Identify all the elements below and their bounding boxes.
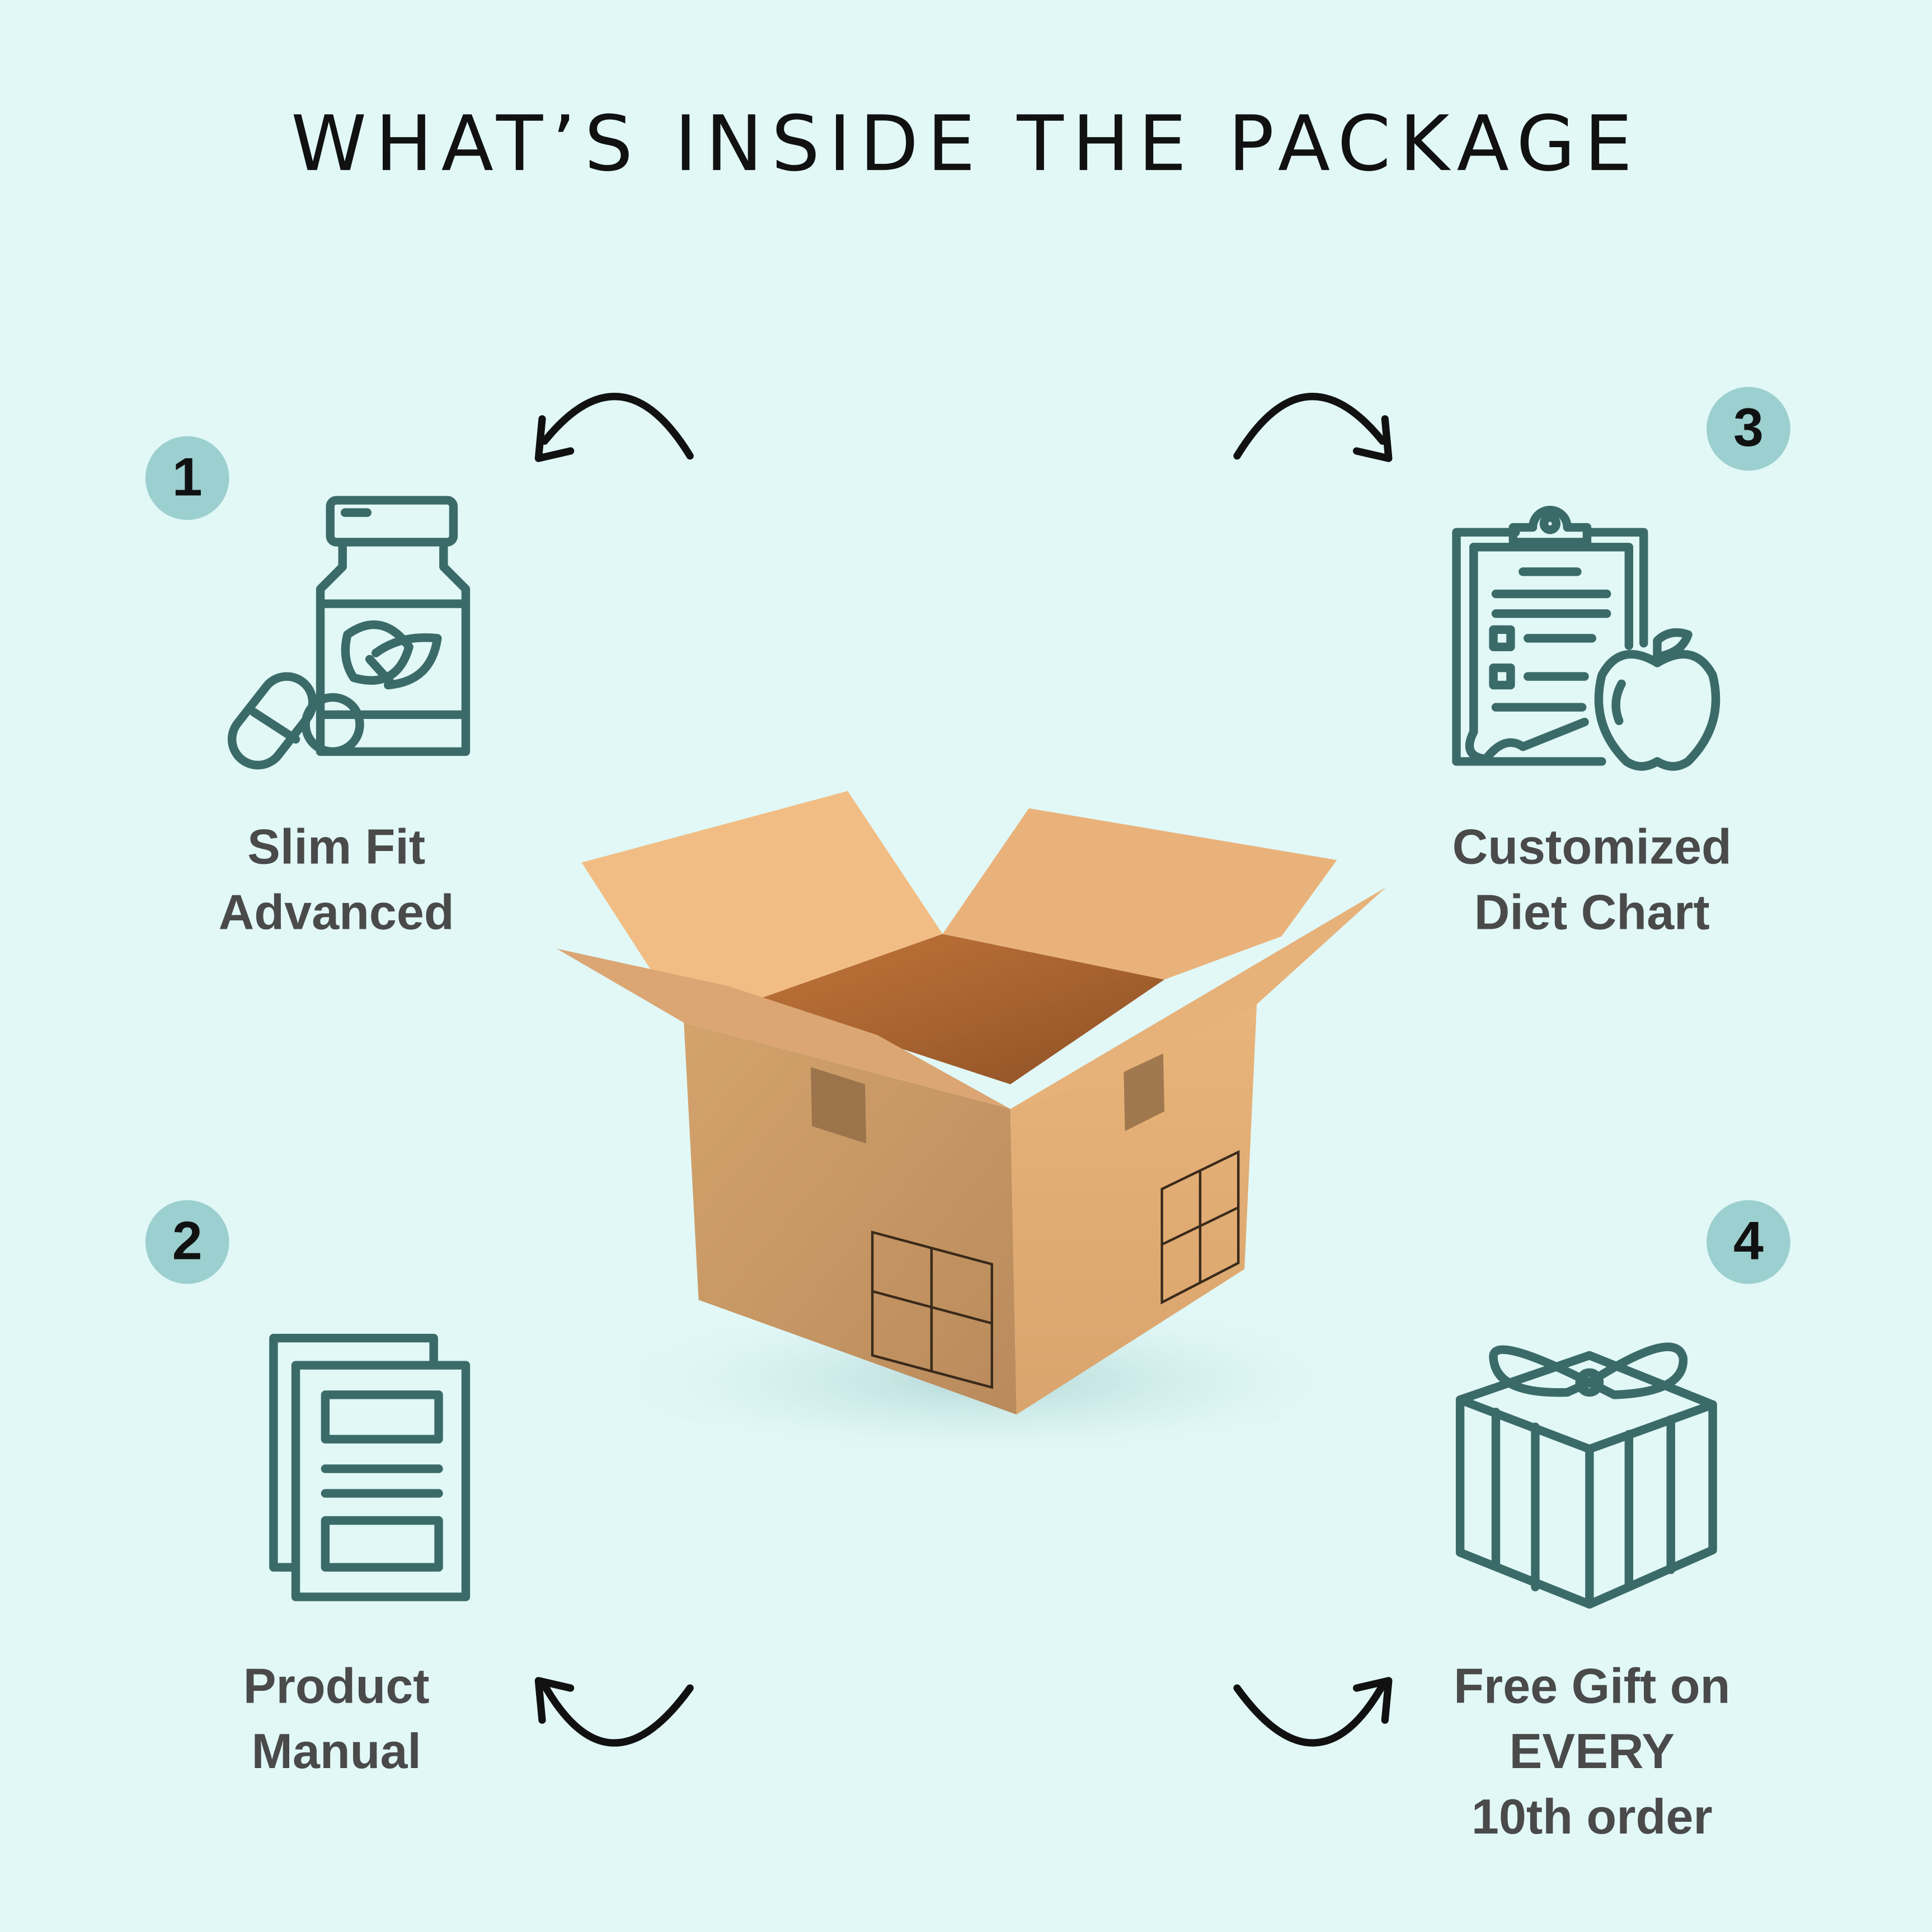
label-line: Advanced	[218, 886, 454, 941]
page-title: WHAT’S INSIDE THE PACKAGE	[291, 98, 1641, 189]
label-line: Slim Fit	[247, 820, 426, 875]
label-free-gift: Free Gift on EVERY 10th order	[1395, 1655, 1789, 1851]
badge-2: 2	[145, 1200, 229, 1284]
badge-1: 1	[145, 436, 229, 520]
label-line: Manual	[251, 1725, 421, 1779]
label-line: Free Gift on	[1454, 1660, 1731, 1714]
label-line: EVERY	[1509, 1725, 1675, 1779]
badge-4: 4	[1707, 1200, 1790, 1284]
label-line: Customized	[1452, 820, 1732, 875]
label-diet-chart: Customized Diet Chart	[1395, 816, 1789, 946]
badge-3: 3	[1707, 387, 1790, 471]
label-product-manual: Product Manual	[139, 1655, 534, 1785]
label-line: Product	[243, 1660, 430, 1714]
label-line: Diet Chart	[1474, 886, 1710, 941]
label-slim-fit: Slim Fit Advanced	[139, 816, 534, 946]
label-line: 10th order	[1471, 1790, 1713, 1845]
